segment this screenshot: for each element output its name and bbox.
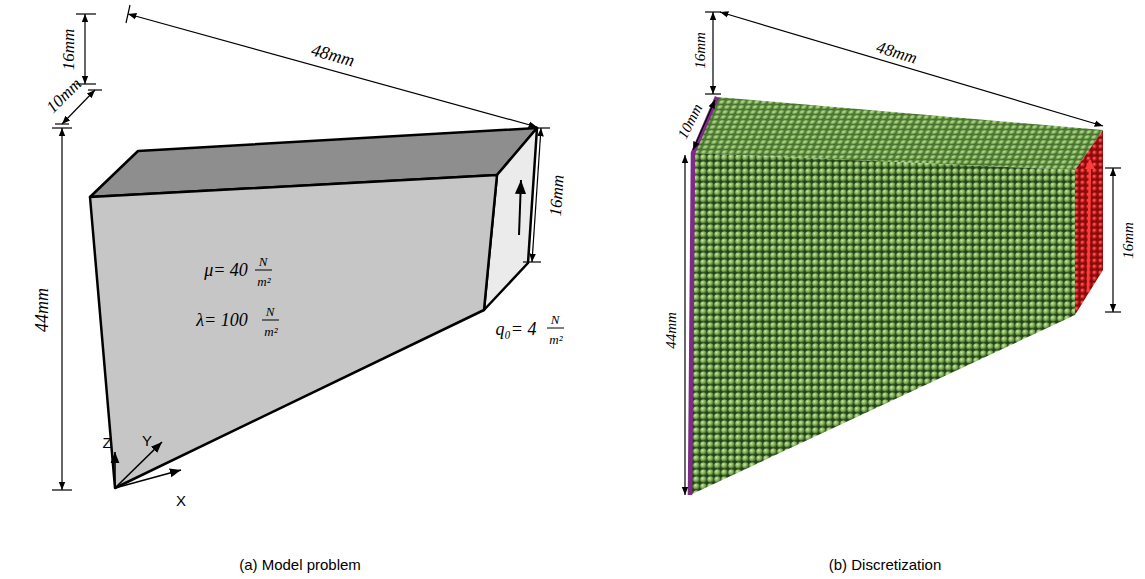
axis-label: Z [102, 435, 111, 450]
unit-numerator: N [551, 313, 560, 326]
dimension-label: 16mm [61, 28, 78, 70]
unit-denominator: m² [264, 325, 277, 338]
unit-denominator: m² [549, 333, 562, 346]
load-arrow-red [1088, 160, 1090, 292]
dimension-label: 48mm [875, 38, 920, 66]
dimension-label: 44mm [33, 288, 51, 332]
material-parameter: μ= 40 [204, 261, 248, 279]
unit-numerator: N [266, 305, 275, 318]
axis-label: Y [142, 433, 152, 448]
axes [115, 442, 181, 488]
dimension-label: 16mm [1120, 222, 1135, 259]
beam-model [90, 128, 537, 488]
unit-numerator: N [259, 255, 268, 268]
load-arrow [519, 180, 521, 235]
dimension-label: 44mm [663, 312, 678, 349]
subfigure-caption: (b) Discretization [829, 557, 942, 572]
dimension-label: 16mm [692, 32, 707, 69]
dimension-label: 16mm [547, 174, 567, 217]
subfigure-caption: (a) Model problem [239, 557, 361, 572]
dimension-lines-a [52, 5, 550, 490]
particle-discretization [690, 97, 1103, 495]
dimension-label: 48mm [309, 40, 356, 69]
load-value: q₀= 4 [496, 320, 537, 338]
axis-label: X [176, 493, 186, 508]
dimension-label: 10mm [43, 74, 84, 115]
material-parameter: λ= 100 [196, 311, 247, 329]
dimension-lines-b [685, 12, 1121, 495]
unit-denominator: m² [257, 275, 270, 288]
